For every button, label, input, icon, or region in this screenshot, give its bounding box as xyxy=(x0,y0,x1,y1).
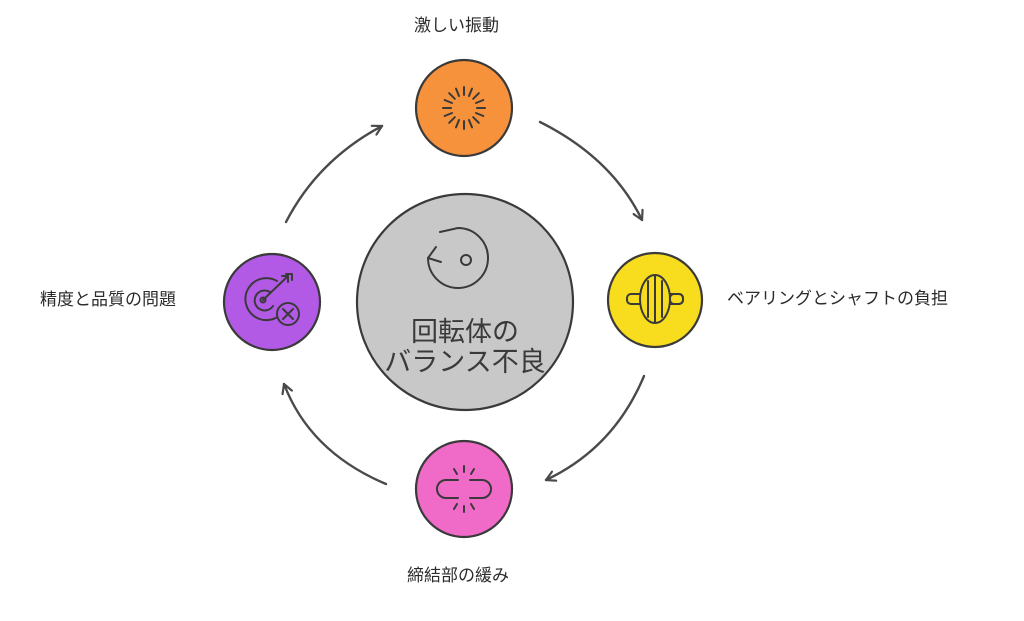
burst-ray xyxy=(443,99,453,104)
node-left xyxy=(222,252,322,352)
arrow-top-to-right xyxy=(538,120,642,222)
burst-ray xyxy=(468,87,473,97)
node-right xyxy=(606,251,704,349)
node-bottom-circle xyxy=(414,439,514,539)
burst-ray xyxy=(475,99,485,104)
node-top-circle xyxy=(414,58,514,158)
center-title-line1: 回転体の xyxy=(411,317,519,348)
center-title-line2: バランス不良 xyxy=(384,347,546,379)
bearing-shaft-icon xyxy=(626,274,684,324)
burst-ray xyxy=(448,116,456,124)
burst-ray xyxy=(468,119,473,129)
arrow-right-to-bottom xyxy=(544,374,646,480)
node-top-label: 激しい振動 xyxy=(414,16,499,36)
burst-ray xyxy=(448,92,456,100)
node-top xyxy=(414,58,514,158)
arrow-bottom-to-left xyxy=(284,382,388,486)
burst-ray xyxy=(472,92,480,100)
broken-link-icon xyxy=(436,465,492,513)
node-left-circle xyxy=(222,252,322,352)
target-miss-icon xyxy=(244,273,300,326)
arrow-left-to-top xyxy=(284,126,384,224)
burst-ray xyxy=(443,112,453,117)
node-right-label: ベアリングとシャフトの負担 xyxy=(727,289,948,309)
node-bottom xyxy=(414,439,514,539)
node-left-label: 精度と品質の問題 xyxy=(40,290,176,310)
node-bottom-label: 締結部の緩み xyxy=(407,566,509,586)
vibration-burst-icon xyxy=(442,86,486,130)
rotate-ccw-icon xyxy=(427,227,489,289)
burst-ray xyxy=(455,119,460,129)
burst-ray xyxy=(472,116,480,124)
center-title: 回転体の バランス不良 xyxy=(360,317,570,379)
burst-ray xyxy=(455,87,460,97)
burst-ray xyxy=(475,112,485,117)
center-node xyxy=(355,192,575,412)
center-circle xyxy=(355,192,575,412)
